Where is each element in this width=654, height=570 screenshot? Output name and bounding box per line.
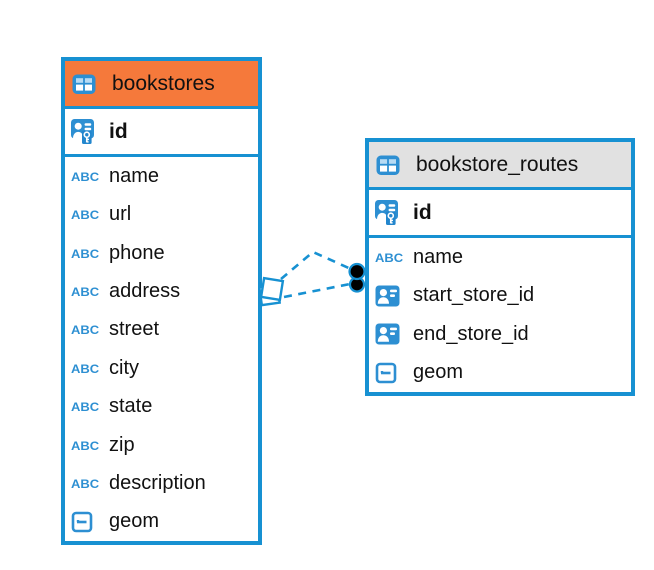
column-name: name — [413, 245, 464, 268]
text-type-icon: ABC — [71, 284, 100, 299]
reference-type-icon — [375, 323, 406, 345]
column-name: description — [109, 471, 206, 494]
column-row-name[interactable]: ABC name — [65, 157, 258, 196]
text-type-icon: ABC — [71, 476, 100, 491]
text-type-icon: ABC — [71, 169, 100, 184]
geometry-type-icon — [375, 362, 406, 384]
column-row-geom[interactable]: geom — [369, 353, 631, 392]
table-name: bookstore_routes — [416, 152, 579, 176]
text-type-icon: ABC — [71, 245, 100, 261]
primary-key-row[interactable]: id — [65, 109, 258, 157]
column-name: end_store_id — [413, 322, 529, 345]
relation-dot-marker-back[interactable] — [348, 276, 366, 293]
text-type-icon: ABC — [71, 361, 100, 376]
text-type-icon: ABC — [375, 250, 404, 265]
table-header-bookstores[interactable]: bookstores — [65, 61, 258, 109]
column-row-address[interactable]: ABC address — [65, 272, 258, 311]
column-name: address — [109, 279, 181, 302]
column-name: name — [109, 164, 160, 187]
column-name: start_store_id — [413, 284, 535, 307]
table-icon — [72, 72, 103, 96]
relation-line-upper[interactable] — [280, 250, 352, 280]
column-row-zip[interactable]: ABC zip — [65, 425, 258, 465]
column-row-phone[interactable]: ABC phone — [65, 233, 258, 273]
column-name: state — [109, 395, 153, 418]
relation-diamond-marker-back[interactable] — [257, 283, 282, 307]
column-name: url — [109, 203, 132, 226]
geometry-type-icon — [71, 511, 102, 533]
column-name: zip — [109, 433, 135, 456]
table-bookstores[interactable]: bookstores id ABC name ABC ur — [61, 57, 262, 545]
column-name: city — [109, 356, 139, 379]
primary-key-row[interactable]: id — [369, 190, 631, 238]
column-list: ABC name start_store_id — [369, 238, 631, 392]
column-name: street — [109, 318, 160, 341]
column-name: geom — [109, 510, 160, 533]
primary-key-icon — [70, 118, 101, 145]
text-type-icon: ABC — [71, 437, 100, 453]
text-type-icon: ABC — [71, 322, 100, 337]
text-type-icon: ABC — [71, 399, 100, 414]
primary-key-name: id — [109, 119, 128, 143]
reference-type-icon — [375, 285, 406, 307]
column-name: geom — [413, 361, 464, 384]
column-row-start-store-id[interactable]: start_store_id — [369, 276, 631, 315]
column-row-state[interactable]: ABC state — [65, 387, 258, 426]
column-list: ABC name ABC url ABC phone ABC address A… — [65, 157, 258, 542]
table-icon — [376, 153, 407, 177]
table-name: bookstores — [112, 71, 215, 95]
column-name: phone — [109, 241, 165, 264]
column-row-description[interactable]: ABC description — [65, 464, 258, 503]
relation-line-lower[interactable] — [283, 282, 351, 299]
column-row-end-store-id[interactable]: end_store_id — [369, 315, 631, 354]
column-row-geom[interactable]: geom — [65, 502, 258, 542]
table-header-bookstore-routes[interactable]: bookstore_routes — [369, 142, 631, 190]
column-row-street[interactable]: ABC street — [65, 310, 258, 350]
text-type-icon: ABC — [71, 207, 100, 222]
table-bookstore-routes[interactable]: bookstore_routes id ABC name — [365, 138, 635, 396]
column-row-url[interactable]: ABC url — [65, 195, 258, 234]
column-row-city[interactable]: ABC city — [65, 349, 258, 388]
primary-key-name: id — [413, 200, 432, 224]
primary-key-icon — [374, 199, 405, 226]
relation-diamond-marker-front[interactable] — [259, 276, 285, 302]
relation-dot-marker-front[interactable] — [348, 262, 366, 281]
column-row-name[interactable]: ABC name — [369, 238, 631, 277]
